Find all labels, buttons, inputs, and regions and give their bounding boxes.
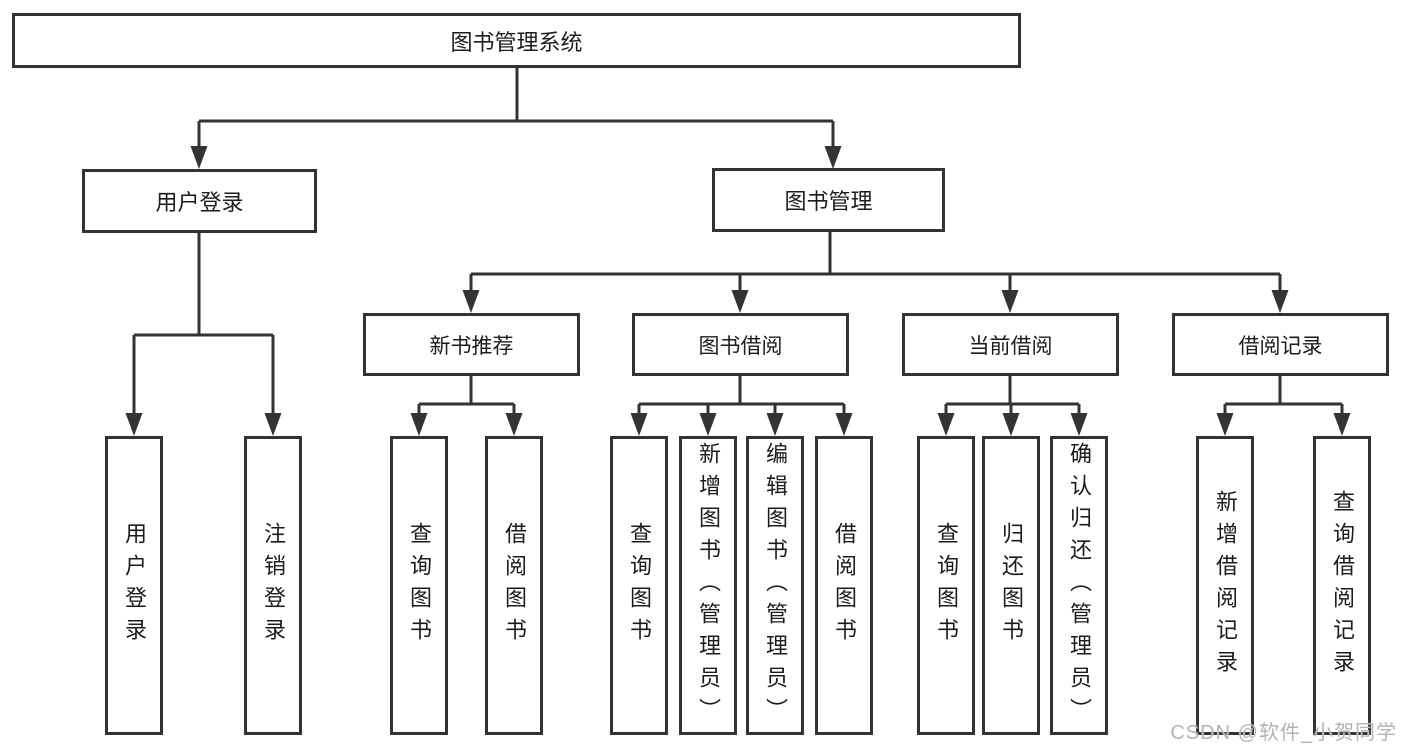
leaf-add-books-admin-label: 新增图书（管理员） bbox=[696, 441, 721, 730]
node-user-login-branch-label: 用户登录 bbox=[155, 190, 244, 215]
leaf-add-borrow-record: 新增借阅记录 bbox=[1196, 436, 1254, 735]
leaf-borrow-books-1: 借阅图书 bbox=[485, 436, 543, 735]
node-book-borrow: 图书借阅 bbox=[632, 313, 849, 376]
connector-book-borrow-group bbox=[637, 376, 846, 416]
connector-user-login-group bbox=[132, 233, 275, 416]
leaf-borrow-books-2: 借阅图书 bbox=[815, 436, 873, 735]
node-book-borrow-label: 图书借阅 bbox=[698, 334, 783, 358]
node-borrow-record-label: 借阅记录 bbox=[1238, 334, 1323, 358]
leaf-query-books-2: 查询图书 bbox=[610, 436, 668, 735]
connector-root-to-level2 bbox=[197, 68, 835, 148]
leaf-confirm-return-admin: 确认归还（管理员） bbox=[1050, 436, 1108, 735]
leaf-query-books-2-label: 查询图书 bbox=[627, 521, 652, 650]
leaf-return-books: 归还图书 bbox=[982, 436, 1040, 735]
arrowheads-level3 bbox=[462, 290, 1289, 313]
leaf-query-books-3: 查询图书 bbox=[917, 436, 975, 735]
leaf-user-login: 用户登录 bbox=[105, 436, 163, 735]
node-borrow-record: 借阅记录 bbox=[1172, 313, 1389, 376]
leaf-query-borrow-record-label: 查询借阅记录 bbox=[1330, 489, 1355, 682]
leaf-user-login-label: 用户登录 bbox=[122, 521, 147, 650]
arrowheads-leaf-row bbox=[410, 413, 1351, 436]
node-new-book-recommend-label: 新书推荐 bbox=[429, 334, 514, 358]
node-book-management-label: 图书管理 bbox=[784, 189, 873, 214]
node-new-book-recommend: 新书推荐 bbox=[363, 313, 580, 376]
node-root-label: 图书管理系统 bbox=[450, 29, 583, 55]
leaf-confirm-return-admin-label: 确认归还（管理员） bbox=[1067, 441, 1092, 730]
leaf-logout: 注销登录 bbox=[244, 436, 302, 735]
connector-borrow-record-group bbox=[1223, 376, 1344, 416]
arrowheads-user-login-group bbox=[125, 413, 282, 436]
connector-current-borrow-group bbox=[944, 376, 1081, 416]
leaf-add-borrow-record-label: 新增借阅记录 bbox=[1213, 489, 1238, 682]
leaf-logout-label: 注销登录 bbox=[261, 521, 286, 650]
leaf-query-books-1: 查询图书 bbox=[390, 436, 448, 735]
leaf-borrow-books-1-label: 借阅图书 bbox=[502, 521, 527, 650]
node-current-borrow: 当前借阅 bbox=[902, 313, 1119, 376]
connector-book-management-to-level3 bbox=[469, 232, 1282, 292]
leaf-edit-books-admin-label: 编辑图书（管理员） bbox=[763, 441, 788, 730]
connector-new-book-group bbox=[417, 376, 516, 416]
leaf-edit-books-admin: 编辑图书（管理员） bbox=[746, 436, 804, 735]
leaf-borrow-books-2-label: 借阅图书 bbox=[832, 521, 857, 650]
leaf-query-borrow-record: 查询借阅记录 bbox=[1313, 436, 1371, 735]
leaf-query-books-1-label: 查询图书 bbox=[407, 521, 432, 650]
node-root-system: 图书管理系统 bbox=[12, 13, 1021, 68]
csdn-watermark: CSDN @软件_小贺同学 bbox=[1170, 722, 1397, 744]
leaf-query-books-3-label: 查询图书 bbox=[934, 521, 959, 650]
leaf-return-books-label: 归还图书 bbox=[999, 521, 1024, 650]
node-book-management: 图书管理 bbox=[712, 168, 945, 232]
arrowheads-level2 bbox=[190, 146, 842, 169]
leaf-add-books-admin: 新增图书（管理员） bbox=[679, 436, 737, 735]
node-user-login-branch: 用户登录 bbox=[82, 169, 317, 233]
node-current-borrow-label: 当前借阅 bbox=[968, 334, 1053, 358]
